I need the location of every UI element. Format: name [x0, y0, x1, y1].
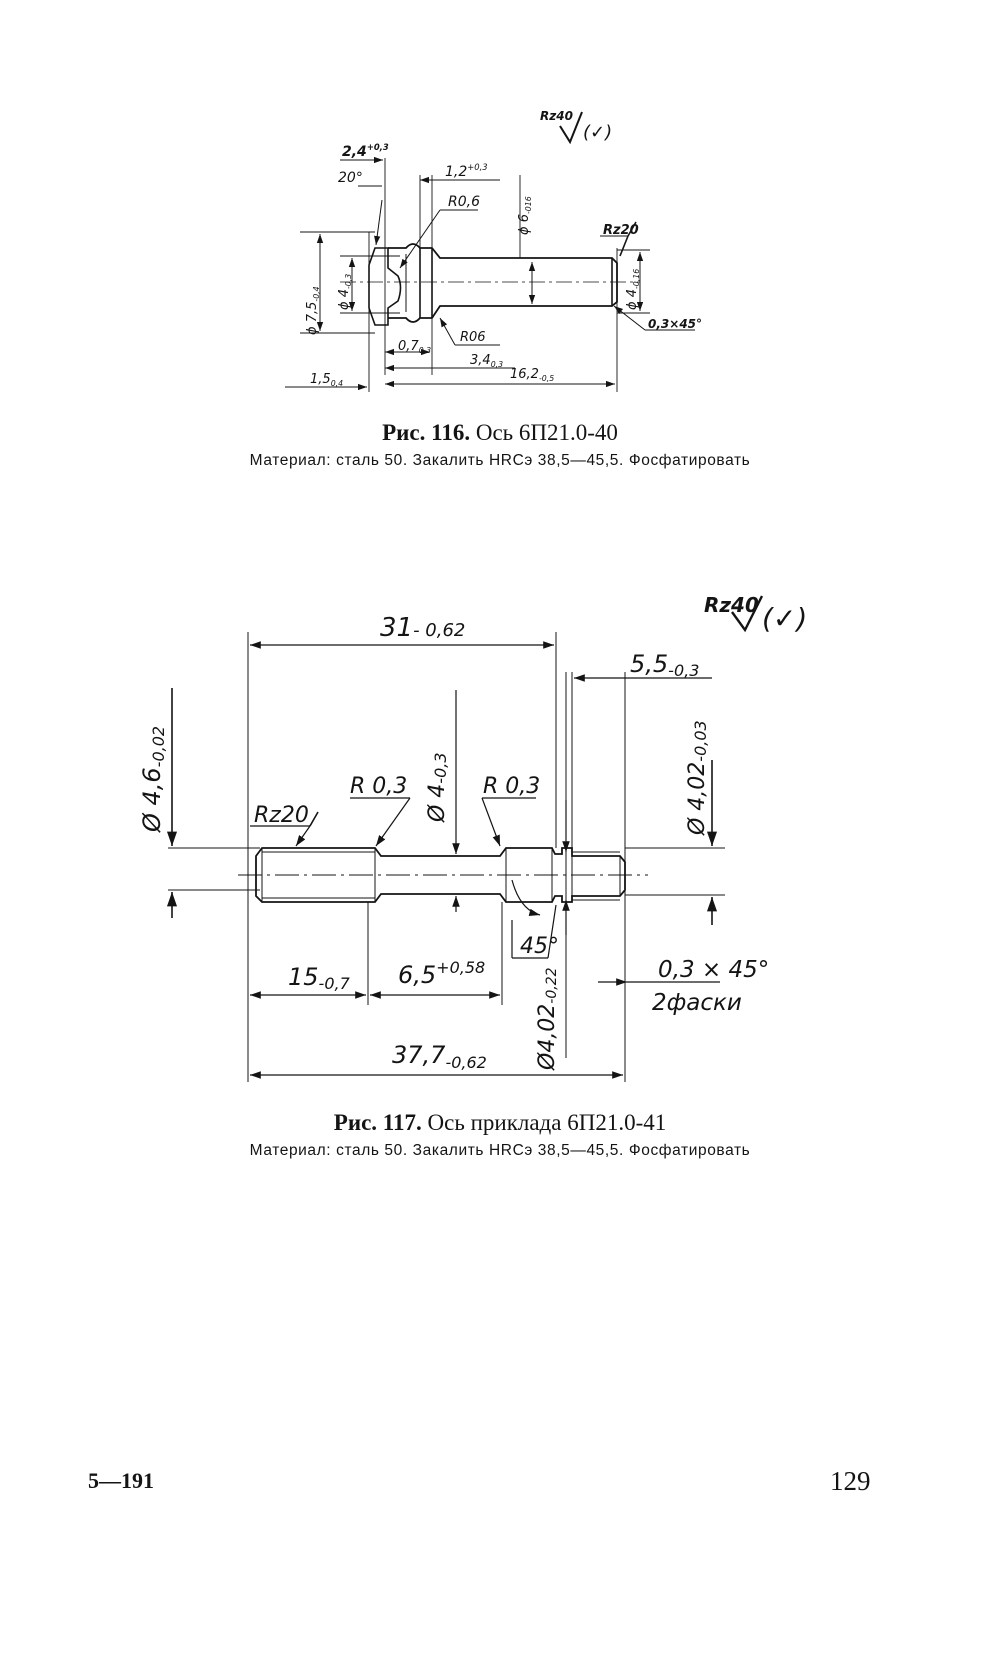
- svg-text:ϕ 7,5-0,4: ϕ 7,5-0,4: [305, 286, 321, 335]
- printer-signature: 5—191: [88, 1468, 154, 1493]
- svg-text:1,2+0,3: 1,2+0,3: [445, 162, 488, 180]
- figure-117-drawing: [166, 595, 764, 1082]
- svg-text:5,5-0,3: 5,5-0,3: [630, 650, 699, 680]
- svg-text:15-0,7: 15-0,7: [288, 963, 351, 993]
- svg-text:3,40,3: 3,40,3: [470, 353, 503, 369]
- figure-117-labels: 31- 0,62 5,5-0,3 R 0,3 R 0,3 Rz20 45° 15…: [138, 593, 807, 1072]
- figure-117-material: Материал: сталь 50. Закалить HRCэ 38,5—4…: [249, 1142, 751, 1159]
- svg-text:R 0,3: R 0,3: [483, 774, 540, 799]
- figure-116-caption: Рис. 116. Ось 6П21.0-40: [0, 420, 1000, 446]
- svg-text:Ø 4,02-0,03: Ø 4,02-0,03: [685, 720, 710, 836]
- svg-text:ϕ 4-0,3: ϕ 4-0,3: [337, 274, 353, 310]
- figure-116-material: Материал: сталь 50. Закалить HRCэ 38,5—4…: [249, 452, 751, 469]
- fig116-part-outline: [368, 247, 402, 326]
- page-number: 129: [830, 1466, 871, 1496]
- svg-text:0,3×45°: 0,3×45°: [648, 317, 702, 331]
- figure-116-title: Ось 6П21.0-40: [475, 420, 618, 445]
- svg-text:Rz20: Rz20: [254, 803, 309, 828]
- svg-text:Rz40: Rz40: [704, 593, 759, 617]
- figure-116-label: Рис. 116.: [382, 420, 471, 445]
- svg-text:2фаски: 2фаски: [652, 990, 742, 1016]
- svg-text:R06: R06: [460, 330, 486, 345]
- svg-text:0,3 × 45°: 0,3 × 45°: [658, 957, 769, 983]
- svg-text:1,50,4: 1,50,4: [310, 372, 343, 388]
- svg-text:R 0,3: R 0,3: [350, 774, 407, 799]
- figure-117-caption: Рис. 117. Ось приклада 6П21.0-41: [0, 1110, 1000, 1136]
- figure-116-labels: 2,4+0,3 1,2+0,3 20° R0,6 R06 0,70,3 3,40…: [305, 109, 702, 388]
- svg-text:31- 0,62: 31- 0,62: [380, 613, 465, 643]
- svg-text:ϕ 4-0,16: ϕ 4-0,16: [625, 269, 641, 310]
- fig117-part-outline: [255, 847, 626, 903]
- svg-text:R0,6: R0,6: [448, 194, 480, 210]
- svg-text:Ø4,02-0,22: Ø4,02-0,22: [535, 967, 560, 1071]
- figure-117-title: Ось приклада 6П21.0-41: [427, 1110, 667, 1135]
- svg-text:Ø 4,6-0,02: Ø 4,6-0,02: [138, 726, 168, 833]
- svg-text:6,5+0,58: 6,5+0,58: [398, 958, 485, 989]
- svg-text:(✓): (✓): [762, 602, 807, 635]
- svg-text:20°: 20°: [338, 170, 363, 186]
- svg-text:45°: 45°: [520, 934, 559, 959]
- svg-text:(✓): (✓): [583, 122, 612, 143]
- svg-text:Rz40: Rz40: [540, 109, 573, 123]
- svg-text:ϕ 6-016: ϕ 6-016: [517, 196, 533, 235]
- figure-117-label: Рис. 117.: [333, 1110, 422, 1135]
- svg-text:Rz20: Rz20: [603, 223, 639, 238]
- svg-text:Ø 4-0,3: Ø 4-0,3: [425, 752, 450, 823]
- svg-text:37,7-0,62: 37,7-0,62: [392, 1041, 487, 1072]
- svg-text:2,4+0,3: 2,4+0,3: [342, 142, 389, 160]
- svg-text:16,2-0,5: 16,2-0,5: [510, 367, 554, 383]
- svg-text:0,70,3: 0,70,3: [398, 339, 431, 355]
- figure-116-drawing: [285, 111, 695, 392]
